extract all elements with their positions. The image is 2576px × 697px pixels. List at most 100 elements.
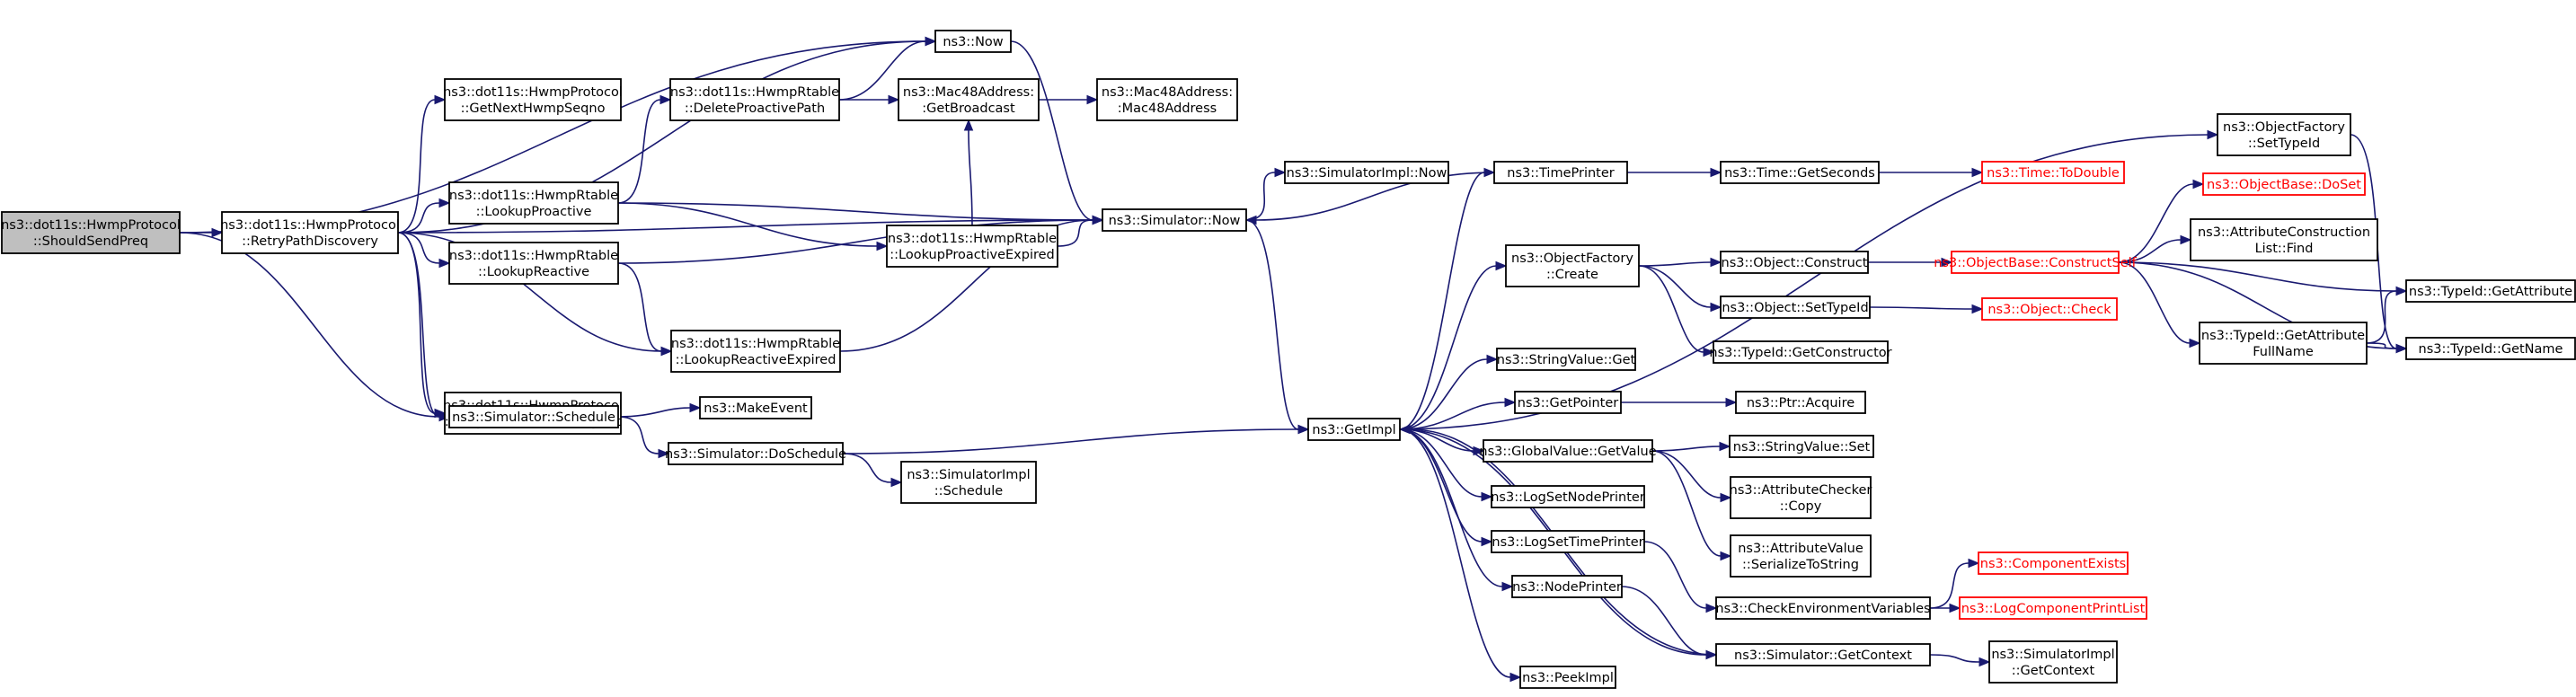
edge-line [2118,261,2397,292]
node-object-construct[interactable]: ns3::Object::Construct [1720,251,1869,274]
node-log-set-time-printer[interactable]: ns3::LogSetTimePrinter [1491,530,1645,553]
edge-simulator-doschedule-to-get-impl [842,424,1310,454]
node-time-to-double[interactable]: ns3::Time::ToDouble [1981,161,2125,184]
node-node-printer[interactable]: ns3::NodePrinter [1511,575,1623,598]
node-label: ns3::ObjectBase::ConstructSelf [1934,256,2137,270]
node-component-exists[interactable]: ns3::ComponentExists [1978,551,2129,575]
node-box [1988,640,2118,684]
node-label: :GetBroadcast [922,101,1015,116]
edge-line [617,262,662,352]
node-lookup-reactive-expired[interactable]: ns3::dot11s::HwmpRtable::LookupReactiveE… [670,330,841,373]
node-delete-proactive-path[interactable]: ns3::dot11s::HwmpRtable::DeleteProactive… [669,78,840,121]
node-time-get-seconds[interactable]: ns3::Time::GetSeconds [1720,161,1880,184]
node-typeid-getname[interactable]: ns3::TypeId::GetName [2405,337,2576,360]
arrowhead [888,94,900,105]
node-retry-path-discovery[interactable]: ns3::dot11s::HwmpProtocol::RetryPathDisc… [220,211,400,254]
node-simulatorimpl-getcontext[interactable]: ns3::SimulatorImpl::GetContext [1988,640,2118,684]
node-box [1491,530,1645,553]
node-label: ns3::Object::SetTypeId [1722,301,1868,315]
edge-line [1929,654,1980,663]
node-simulator-getcontext[interactable]: ns3::Simulator::GetContext [1715,643,1931,666]
node-label: ns3::StringValue::Set [1733,440,1871,454]
node-ptr-acquire[interactable]: ns3::Ptr::Acquire [1735,391,1866,414]
arrowhead [2192,179,2205,190]
node-should-send-preq[interactable]: ns3::dot11s::HwmpProtocol::ShouldSendPre… [1,211,181,254]
node-now[interactable]: ns3::Now [934,30,1012,53]
node-object-check[interactable]: ns3::Object::Check [1981,297,2118,321]
node-simulator-doschedule[interactable]: ns3::Simulator::DoSchedule [665,442,846,465]
node-typeid-getconstructor[interactable]: ns3::TypeId::GetConstructor [1709,340,1892,364]
node-box [221,211,399,254]
node-mac48-ctor[interactable]: ns3::Mac48Address::Mac48Address [1096,78,1238,121]
node-peek-impl[interactable]: ns3::PeekImpl [1519,666,1616,689]
edge-line [1255,172,1495,221]
arrowhead [1509,672,1522,683]
arrowhead [1297,424,1310,435]
node-lookup-proactive-expired[interactable]: ns3::dot11s::HwmpRtable::LookupProactive… [886,225,1058,268]
node-label: ns3::GetPointer [1518,396,1619,410]
node-objectfactory-settypeid[interactable]: ns3::ObjectFactory::SetTypeId [2217,113,2351,156]
edge-get-impl-to-time-printer [1399,167,1496,430]
node-box [900,461,1037,504]
node-check-env-vars[interactable]: ns3::CheckEnvironmentVariables [1715,596,1931,620]
arrowhead [2180,234,2192,245]
edge-line [1399,265,1497,430]
arrowhead [1719,441,1731,452]
node-label: ::GetContext [2012,664,2095,678]
node-label: ::Copy [1780,499,1822,514]
arrowhead [1710,302,1722,313]
edge-line [617,202,1093,221]
node-label: ns3::LogComponentPrintList [1961,602,2146,616]
node-label: ns3::Simulator::DoSchedule [665,447,846,462]
node-objectbase-doset[interactable]: ns3::ObjectBase::DoSet [2202,172,2366,196]
edge-typeid-getattributefullname-to-typeid-getname [2366,342,2408,354]
node-log-component-print-list[interactable]: ns3::LogComponentPrintList [1959,596,2147,620]
arrowhead [876,241,889,251]
arrowhead [1978,657,1991,667]
node-mac48-get-broadcast[interactable]: ns3::Mac48Address::GetBroadcast [898,78,1040,121]
node-attributevalue-serialize[interactable]: ns3::AttributeValue::SerializeToString [1730,534,1872,578]
edge-line [1399,428,1483,498]
node-log-set-node-printer[interactable]: ns3::LogSetNodePrinter [1491,485,1645,508]
node-simulatorimpl-now[interactable]: ns3::SimulatorImpl::Now [1284,161,1449,184]
node-simulatorimpl-schedule[interactable]: ns3::SimulatorImpl::Schedule [900,461,1037,504]
edge-object-construct-to-objectbase-constructself [1868,257,1953,268]
node-lookup-proactive[interactable]: ns3::dot11s::HwmpRtable::LookupProactive [448,181,619,225]
node-globalvalue-getvalue[interactable]: ns3::GlobalValue::GetValue [1479,439,1657,463]
node-box [1720,251,1869,274]
node-object-settypeid[interactable]: ns3::Object::SetTypeId [1720,296,1871,319]
node-typeid-getattribute[interactable]: ns3::TypeId::GetAttribute [2405,279,2576,303]
node-objectfactory-create[interactable]: ns3::ObjectFactory::Create [1505,244,1640,287]
edge-log-set-time-printer-to-check-env-vars [1643,541,1718,613]
node-box [1491,485,1645,508]
node-box [2405,279,2576,303]
node-get-next-hwmp-seqno[interactable]: ns3::dot11s::HwmpProtocol::GetNextHwmpSe… [443,78,623,121]
edge-line [397,232,662,352]
node-box [448,242,619,285]
node-lookup-reactive[interactable]: ns3::dot11s::HwmpRtable::LookupReactive [448,242,619,285]
node-get-impl[interactable]: ns3::GetImpl [1307,418,1401,441]
node-time-printer[interactable]: ns3::TimePrinter [1493,161,1628,184]
node-make-event[interactable]: ns3::MakeEvent [699,396,812,419]
node-label: ns3::dot11s::HwmpRtable [449,189,618,203]
node-stringvalue-set[interactable]: ns3::StringValue::Set [1729,435,1874,458]
node-label: ns3::GetImpl [1312,423,1395,437]
node-box [448,181,619,225]
node-objectbase-constructself[interactable]: ns3::ObjectBase::ConstructSelf [1934,251,2138,274]
node-simulator-schedule[interactable]: ns3::Simulator::Schedule [448,405,619,428]
arrowhead [2207,129,2219,140]
node-attributechecker-copy[interactable]: ns3::AttributeChecker::Copy [1730,476,1872,519]
node-label: ns3::TypeId::GetConstructor [1709,346,1891,360]
edge-line [617,416,659,454]
edge-time-get-seconds-to-time-to-double [1879,167,1984,178]
node-get-pointer[interactable]: ns3::GetPointer [1514,391,1622,414]
edge-line [2366,342,2397,349]
node-simulator-now[interactable]: ns3::Simulator::Now [1102,208,1247,232]
edge-line [1651,446,1721,452]
node-label: ns3::dot11s::HwmpProtocol [1,218,181,233]
arrowhead [1720,492,1732,503]
node-stringvalue-get[interactable]: ns3::StringValue::Get [1496,348,1636,371]
